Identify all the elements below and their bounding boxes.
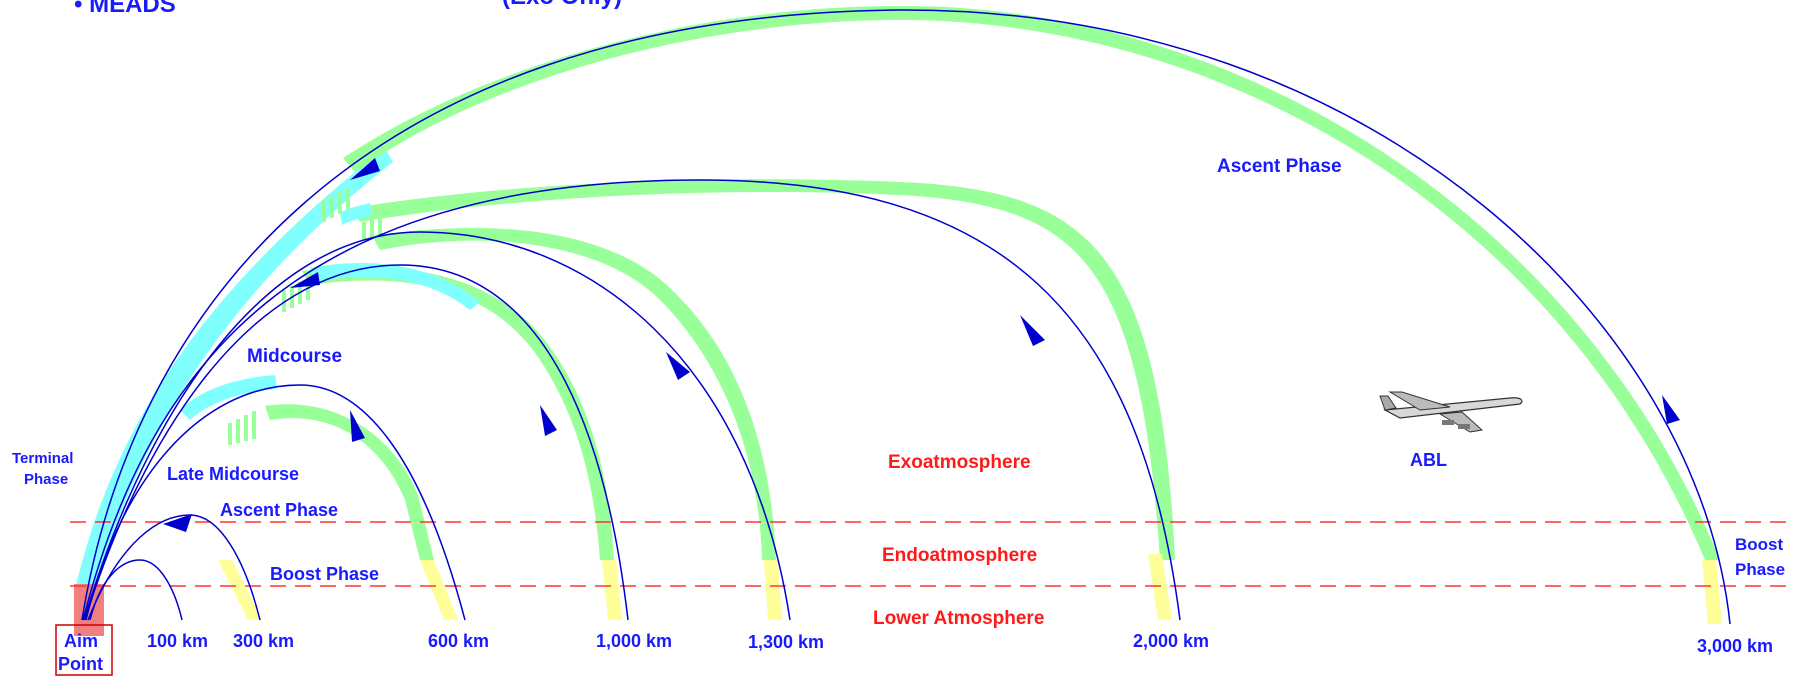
trajectory-600km xyxy=(85,384,466,621)
phase-bands xyxy=(74,5,1722,636)
trajectory-1300km xyxy=(83,231,791,621)
lower-atmosphere-label: Lower Atmosphere xyxy=(873,608,1044,629)
arrow-1000km-up xyxy=(540,405,557,436)
band-1000-green xyxy=(302,266,614,560)
band-3000-green xyxy=(343,5,1720,561)
range-label-1000km: 1,000 km xyxy=(596,631,672,651)
midcourse-band-cyan-3 xyxy=(340,203,372,225)
range-label-2000km: 2,000 km xyxy=(1133,631,1209,651)
midcourse-label: Midcourse xyxy=(247,346,342,367)
aim-point-box xyxy=(55,624,113,676)
trajectory-2000km xyxy=(82,179,1181,621)
range-label-3000km: 3,000 km xyxy=(1697,636,1773,656)
arrow-3000km-down xyxy=(350,158,380,180)
header-bullet: • MEADS xyxy=(74,0,176,18)
aim-point-label-line1: Aim xyxy=(64,631,98,651)
header-note: (Exo Only) xyxy=(502,0,622,10)
abl-label: ABL xyxy=(1410,450,1447,470)
endoatmosphere-label: Endoatmosphere xyxy=(882,545,1037,566)
arrow-2000km-up xyxy=(1020,315,1045,346)
midcourse-band-cyan-2 xyxy=(310,262,480,310)
ascent-phase-small-label: Ascent Phase xyxy=(220,500,338,520)
aim-point-label-line2: Point xyxy=(58,654,103,674)
trajectory-3000km xyxy=(81,9,1731,625)
range-label-600km: 600 km xyxy=(428,631,489,651)
exoatmosphere-label: Exoatmosphere xyxy=(888,452,1031,473)
midcourse-band-cyan xyxy=(180,375,277,420)
trajectory-1000km xyxy=(84,264,629,621)
boost-phase-right-line1: Boost xyxy=(1735,535,1784,554)
ascent-phase-large-label: Ascent Phase xyxy=(1217,156,1342,177)
late-midcourse-label: Late Midcourse xyxy=(167,464,299,484)
terminal-band-cyan xyxy=(75,148,393,590)
boost-phase-small-label: Boost Phase xyxy=(270,564,379,584)
arrow-1300km-up xyxy=(666,352,690,380)
arrow-300km xyxy=(163,514,192,532)
arrow-1300km-down xyxy=(290,272,320,288)
range-label-300km: 300 km xyxy=(233,631,294,651)
terminal-phase-label-line2: Phase xyxy=(24,471,68,488)
labels: • MEADS (Exo Only) Ascent Phase Midcours… xyxy=(12,0,1785,674)
atmosphere-boundaries xyxy=(70,521,1790,587)
terminal-phase-label-line1: Terminal xyxy=(12,450,73,467)
boost-phase-right-line2: Phase xyxy=(1735,560,1785,579)
arrow-600km xyxy=(350,410,365,442)
direction-arrows xyxy=(163,158,1680,532)
trajectories xyxy=(81,9,1731,625)
arrow-3000km-up xyxy=(1662,395,1680,424)
band-1300-green xyxy=(372,227,776,561)
range-label-1300km: 1,300 km xyxy=(748,632,824,652)
band-600-green xyxy=(265,404,434,560)
boost-bands-yellow xyxy=(218,554,1722,624)
range-label-100km: 100 km xyxy=(147,631,208,651)
abl-aircraft-icon xyxy=(1379,391,1523,433)
